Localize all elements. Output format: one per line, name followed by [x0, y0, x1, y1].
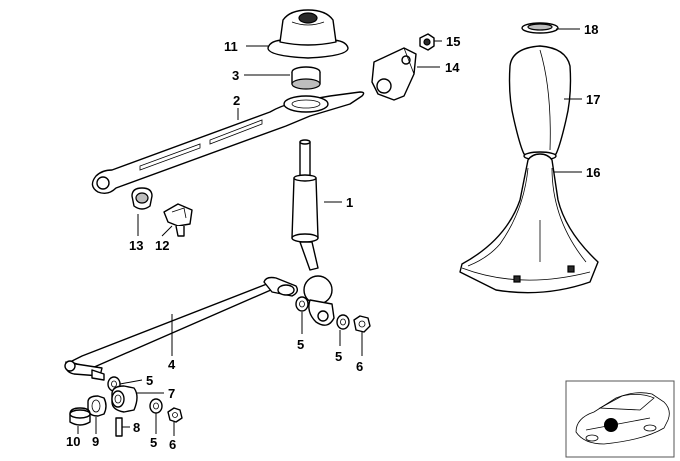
callout-14: 14: [445, 60, 460, 75]
callout-2: 2: [233, 93, 240, 108]
leader-lines: [77, 28, 582, 436]
part-gaiter-16: [459, 153, 599, 294]
callout-12: 12: [155, 238, 169, 253]
callout-9: 9: [92, 434, 99, 449]
callout-7: 7: [168, 386, 175, 401]
part-knob-17: [508, 45, 572, 161]
callout-17: 17: [586, 92, 600, 107]
callout-18: 18: [584, 22, 598, 37]
callout-5c: 5: [146, 373, 153, 388]
callout-5d: 5: [150, 435, 157, 450]
part-selector-rod-4: [64, 276, 299, 381]
part-shift-rod-1: [291, 139, 335, 326]
callout-13: 13: [129, 238, 143, 253]
callout-1: 1: [346, 195, 353, 210]
car-outline: [575, 392, 670, 445]
part-clip-13: [131, 187, 153, 210]
part-washer-5d: [149, 398, 163, 414]
part-washer-5a: [295, 296, 309, 312]
callout-3: 3: [232, 68, 239, 83]
callout-8: 8: [133, 420, 140, 435]
part-cap-10: [69, 407, 91, 426]
part-spring-clip-12: [163, 203, 193, 237]
vehicle-location-thumbnail: [565, 380, 675, 458]
callout-5a: 5: [297, 337, 304, 352]
callout-15: 15: [446, 34, 460, 49]
part-boot-11: [267, 9, 349, 59]
callout-labels: 1 2 3 4 5 5 5 5 6 6 7 8 9 10 11 12 13 14…: [66, 22, 600, 452]
part-bushing-9: [87, 395, 107, 417]
part-shift-arm-2: [91, 91, 365, 195]
part-bracket-14: [371, 47, 417, 101]
callout-16: 16: [586, 165, 600, 180]
callout-6a: 6: [356, 359, 363, 374]
callout-11: 11: [224, 39, 238, 54]
location-marker: [604, 418, 618, 432]
callout-10: 10: [66, 434, 80, 449]
part-bushing-3: [291, 66, 321, 90]
callout-6b: 6: [169, 437, 176, 452]
part-nut-15: [419, 33, 435, 51]
part-washer-5b: [336, 314, 350, 330]
part-pin-8: [115, 417, 123, 437]
callout-4: 4: [168, 357, 176, 372]
part-bushing-7: [111, 385, 138, 413]
part-nut-6a: [353, 315, 371, 333]
part-nut-6b: [167, 407, 183, 423]
part-cap-18: [521, 22, 559, 34]
callout-5b: 5: [335, 349, 342, 364]
